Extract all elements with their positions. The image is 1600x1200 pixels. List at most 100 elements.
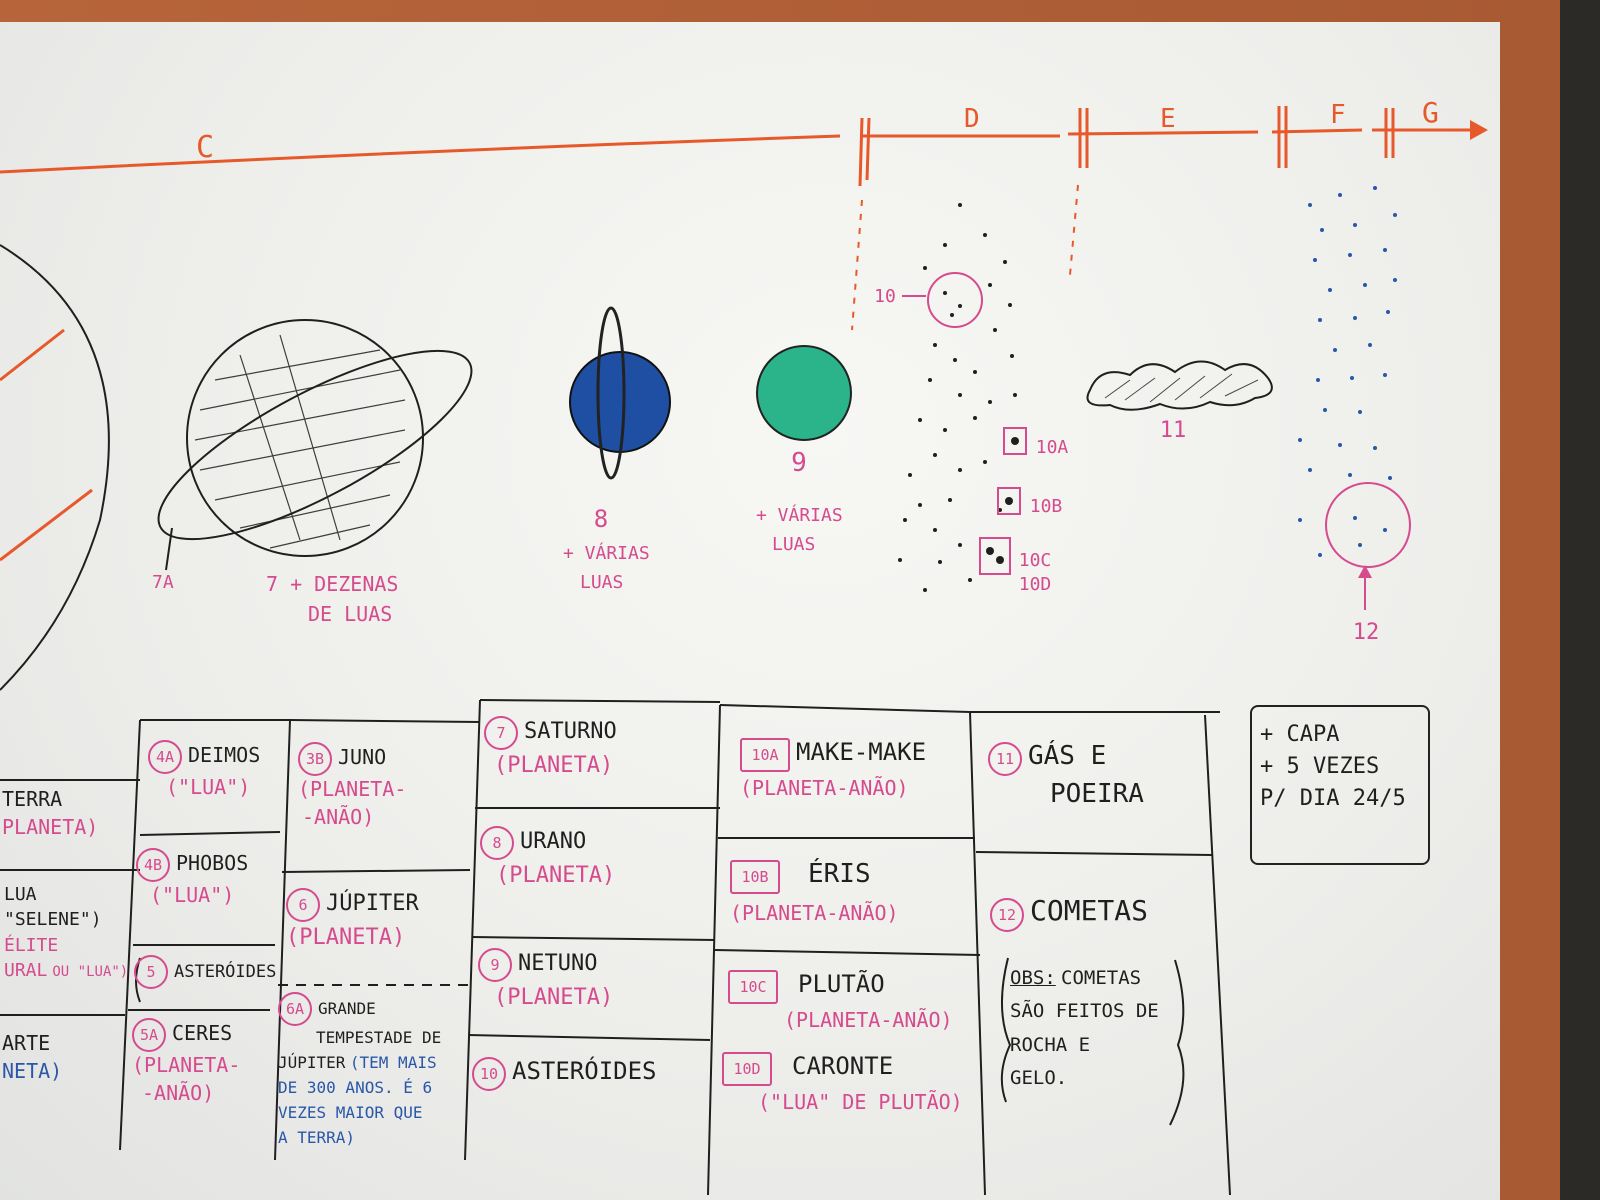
comets-obs-note: OBS: COMETAS SÃO FEITOS DE ROCHA E GELO.: [1010, 962, 1159, 1095]
asteroids-badge: 5: [134, 955, 168, 989]
comet-number: 12: [1352, 620, 1380, 645]
saturn-name: SATURNO: [524, 719, 617, 744]
timeline-arrowhead: [1470, 120, 1488, 140]
deimos-name: DEIMOS: [188, 743, 261, 767]
terra-name: TERRA: [2, 787, 63, 811]
comets-badge: 12: [990, 898, 1024, 932]
ceres-badge: 5A: [132, 1018, 166, 1052]
label-10c: 10C: [1018, 550, 1052, 571]
saturn-drawing: [157, 319, 473, 571]
charon-name: CARONTE: [792, 1052, 894, 1080]
uranus-name: URANO: [520, 829, 587, 854]
charon-badge: 10D: [722, 1052, 772, 1086]
saturn-label-line2: DE LUAS: [308, 602, 393, 626]
uranus-type: (PLANETA): [496, 863, 616, 888]
lua-note-3: OU "LUA"): [52, 963, 129, 980]
storm-name-1: GRANDE: [318, 999, 376, 1018]
gas-cloud-drawing: [1086, 360, 1273, 411]
ceres-type-1: (PLANETA-: [132, 1053, 241, 1077]
segment-label-e: E: [1160, 104, 1176, 134]
lua-note-2: URAL: [4, 959, 48, 981]
note-line-2: + 5 VEZES: [1260, 753, 1380, 779]
comet-dust: [1298, 186, 1397, 557]
juno-badge: 3B: [298, 742, 332, 776]
storm-note-1: (TEM MAIS: [349, 1053, 437, 1072]
neptune-type: (PLANETA): [494, 985, 614, 1010]
pluto-badge: 10C: [728, 970, 778, 1004]
label-10b: 10B: [1029, 496, 1063, 517]
makemake-name: MAKE-MAKE: [796, 738, 927, 766]
comets-name: COMETAS: [1030, 894, 1149, 927]
gas-number: 11: [1159, 418, 1187, 443]
storm-note-2: DE 300 ANOS. É 6: [278, 1078, 433, 1097]
eris-name: ÉRIS: [808, 859, 871, 889]
phobos-type: ("LUA"): [150, 883, 235, 907]
lua-alt: "SELENE"): [4, 909, 102, 931]
belt-number: 10: [874, 286, 896, 307]
juno-name: JUNO: [338, 745, 387, 769]
lua-note-1: ÉLITE: [4, 934, 59, 956]
saturn-label: 7 + DEZENAS: [266, 572, 399, 596]
storm-badge: 6A: [278, 992, 312, 1026]
uranus-badge: 8: [480, 826, 514, 860]
belt-name: ASTERÓIDES: [512, 1057, 657, 1085]
segment-label-g: G: [1422, 96, 1439, 129]
jupiter-badge: 6: [286, 888, 320, 922]
note-line-3: P/ DIA 24/5: [1260, 785, 1406, 811]
uranus-note-line2: LUAS: [580, 572, 624, 593]
segment-label-f: F: [1330, 100, 1346, 130]
neptune-number: 9: [791, 448, 807, 478]
pluto-name: PLUTÃO: [798, 970, 885, 998]
neptune-note-line2: LUAS: [772, 534, 816, 555]
marte-type: NETA): [2, 1059, 63, 1083]
obs-label: OBS:: [1010, 967, 1056, 989]
storm-name-2: TEMPESTADE DE: [316, 1028, 442, 1047]
gas-name-2: POEIRA: [1050, 779, 1144, 809]
marte-name: ARTE: [2, 1031, 51, 1055]
juno-type-2: -ANÃO): [302, 805, 375, 829]
charon-type: ("LUA" DE PLUTÃO): [758, 1090, 963, 1114]
gas-name-1: GÁS E: [1028, 741, 1107, 771]
row-great-red-spot: 6A GRANDE TEMPESTADE DE JÚPITER (TEM MAIS…: [278, 992, 441, 1151]
segment-label-c: C: [196, 130, 215, 165]
dwarf-planet-boxes: [979, 427, 1027, 575]
row-asteroids-5: 5 ASTERÓIDES: [134, 955, 276, 989]
makemake-badge: 10A: [740, 738, 790, 772]
asteroids-name: ASTERÓIDES: [174, 962, 277, 982]
obs-line-3: ROCHA E: [1010, 1033, 1091, 1056]
pluto-type: (PLANETA-ANÃO): [784, 1008, 953, 1032]
asteroid-circle: [927, 272, 983, 328]
jupiter-type: (PLANETA): [286, 925, 406, 950]
uranus-drawing: [569, 306, 671, 480]
label-10a: 10A: [1035, 437, 1069, 458]
makemake-type: (PLANETA-ANÃO): [740, 776, 909, 800]
label-10d: 10D: [1018, 574, 1052, 595]
obs-line-2: SÃO FEITOS DE: [1010, 1000, 1159, 1023]
saturn-type: (PLANETA): [494, 753, 614, 778]
storm-note-4: A TERRA): [278, 1128, 356, 1147]
segment-label-d: D: [964, 104, 980, 134]
neptune-drawing: [756, 345, 852, 441]
terra-type: PLANETA): [2, 815, 99, 839]
storm-name-3: JÚPITER: [278, 1053, 346, 1072]
deimos-badge: 4A: [148, 740, 182, 774]
phobos-name: PHOBOS: [176, 851, 249, 875]
belt-badge: 10: [472, 1057, 506, 1091]
deimos-type: ("LUA"): [166, 775, 251, 799]
phobos-badge: 4B: [136, 848, 170, 882]
row-lua: LUA "SELENE") ÉLITE URAL OU "LUA"): [4, 882, 128, 983]
table-grid: [0, 699, 1231, 1196]
ceres-name: CERES: [172, 1021, 233, 1045]
jupiter-drawing: [0, 244, 110, 691]
row-pluto: 10C PLUTÃO (PLANETA-ANÃO): [728, 968, 953, 1036]
obs-line-4: GELO.: [1010, 1066, 1068, 1089]
